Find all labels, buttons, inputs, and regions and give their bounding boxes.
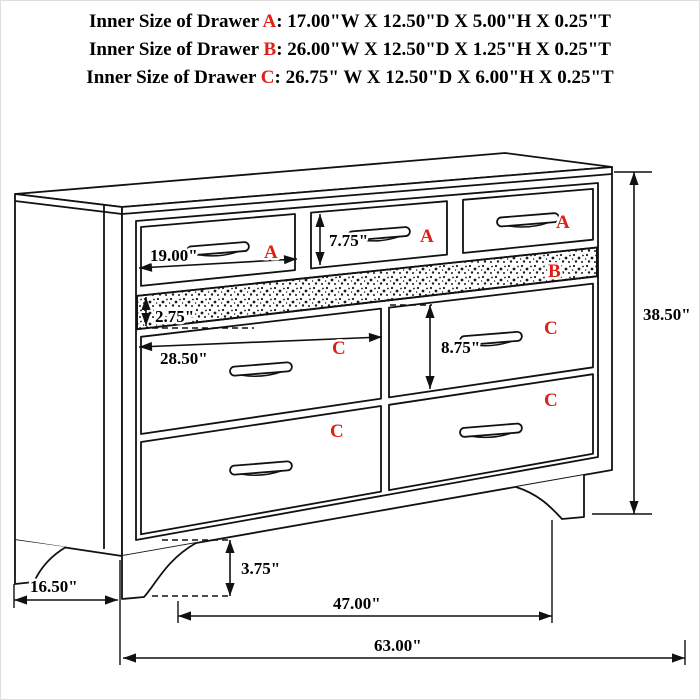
spec-b-prefix: Inner Size of Drawer [89,39,264,60]
dim-foot-height: 3.75" [241,559,280,578]
dimension-arrow [14,595,118,605]
dimension-arrow [138,255,298,272]
label-drawer-a2: A [420,226,434,247]
spec-line-a: Inner Size of Drawer A: 17.00"W X 12.50"… [0,8,700,36]
front-frame [135,182,599,541]
foot-front-left [121,542,197,600]
dimension-arrow [425,305,435,389]
label-drawer-c4: C [544,390,558,411]
drawer-handle [229,460,293,476]
label-drawer-c3: C [330,421,344,442]
label-drawer-a3: A [556,212,570,233]
spec-header: Inner Size of Drawer A: 17.00"W X 12.50"… [0,8,700,92]
drawer-handle [496,212,560,228]
extension-lines [13,171,686,665]
spec-a-prefix: Inner Size of Drawer [89,11,263,32]
drawer-handle [459,330,523,347]
spec-c-letter: C [260,67,275,88]
spec-line-b: Inner Size of Drawer B: 26.00"W X 12.50"… [0,36,700,64]
dimension-arrow [315,214,325,265]
dim-feet-span-width: 47.00" [333,594,381,613]
dim-side-depth: 16.50" [30,577,78,596]
dim-drawer-b-height: 2.75" [155,307,194,326]
spec-line-c: Inner Size of Drawer C: 26.75" W X 12.50… [0,64,700,92]
jewelry-drawer-b-speckle [136,246,598,331]
spec-b-letter: B [263,39,277,60]
drawer-letter-labels: A A A B C C C C [262,210,573,445]
drawer-handle [347,226,411,242]
dimension-arrow [141,297,151,326]
dimension-labels: 19.00" 7.75" 2.75" 28.50" 8.75" 38.50" 3… [28,229,694,658]
dimension-arrow [138,332,383,352]
label-drawer-c1: C [332,338,346,359]
dim-top-drawer-width: 19.00" [150,246,198,265]
dimension-arrow [178,611,552,621]
spec-a-rest: : 17.00"W X 12.50"D X 5.00"H X 0.25"T [276,11,611,32]
label-drawer-b: B [548,261,561,282]
dim-drawer-c-width: 28.50" [160,349,208,368]
dimension-arrow [123,653,685,663]
spec-c-prefix: Inner Size of Drawer [86,67,261,88]
dresser-side-panel [14,193,123,557]
foot-front-right [515,475,585,520]
top-edge-line [121,173,613,215]
foot-back-left [14,540,67,585]
drawer-handle [229,361,293,377]
spec-c-rest: : 26.75" W X 12.50"D X 6.00"H X 0.25"T [274,67,614,88]
dimension-arrow [225,540,235,596]
drawer-handle [186,241,250,257]
drawer-handle [459,422,523,439]
dim-overall-width: 63.00" [374,636,422,655]
dim-drawer-a-height: 7.75" [329,231,368,250]
label-drawer-a1: A [264,242,278,263]
spec-b-rest: : 26.00"W X 12.50"D X 1.25"H X 0.25"T [276,39,611,60]
spec-a-letter: A [262,11,277,32]
dim-drawer-c-height: 8.75" [441,338,480,357]
label-drawer-c2: C [544,318,558,339]
dimension-arrow [629,172,639,514]
dim-overall-height: 38.50" [643,305,691,324]
